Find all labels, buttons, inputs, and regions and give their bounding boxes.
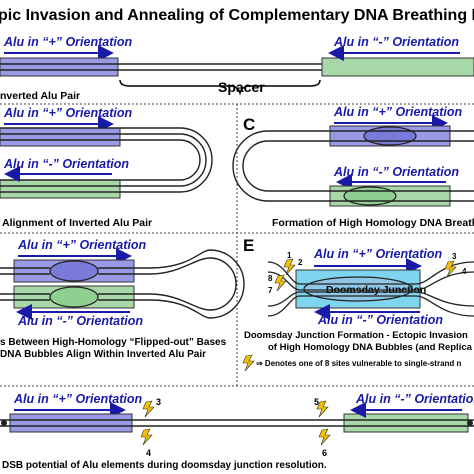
spacer-brace [119, 79, 321, 96]
panel-a: Alu in “+” Orientation Alu in “-” Orient… [0, 35, 474, 102]
b-minus-label: Alu in “-” Orientation [3, 157, 129, 171]
e-strand-4 [267, 291, 474, 307]
d-bubble-plus [49, 260, 99, 282]
b-hairpin-inner-1 [0, 139, 201, 181]
f-minus-label: Alu in “-” Orientation [355, 392, 474, 406]
e-caption-2: of High Homology DNA Bubbles (and Replic… [268, 342, 473, 353]
e-minus-label: Alu in “-” Orientation [317, 313, 443, 327]
d-bubble-minus [49, 286, 99, 308]
spacer-label: Spacer [218, 79, 265, 95]
c-bubble-plus [363, 126, 417, 146]
d-caption-2: DNA Bubbles Align Within Inverted Alu Pa… [0, 349, 206, 360]
f-site-5: 5 [314, 397, 319, 407]
panel-e-letter: E [243, 236, 254, 255]
e-site-2: 2 [298, 258, 303, 267]
e-note-bolt-icon [242, 354, 255, 372]
f-site-3: 3 [156, 397, 161, 407]
c-loop-outer [232, 130, 269, 202]
f-bolt-icon-4 [140, 428, 153, 446]
d-strand-outer [0, 249, 245, 319]
c-bubble-minus [343, 186, 397, 206]
e-site-8: 8 [268, 274, 273, 283]
b-hairpin-outer [0, 127, 213, 193]
d-caption-1: s Between High-Homology “Flipped-out” Ba… [0, 337, 227, 348]
panel-d: Alu in “+” Orientation Alu in “-” Orient… [0, 238, 245, 360]
a-minus-label: Alu in “-” Orientation [333, 35, 459, 49]
f-caption: DSB potential of Alu elements during doo… [2, 460, 327, 471]
c-plus-label: Alu in “+” Orientation [333, 105, 462, 119]
f-site-4: 4 [146, 448, 151, 458]
b-hairpin-outer-1 [0, 133, 207, 187]
c-minus-label: Alu in “-” Orientation [333, 165, 459, 179]
c-loop-inner [242, 140, 269, 192]
f-alu-plus-box [9, 413, 133, 433]
a-alu-minus-box [321, 57, 474, 77]
a-plus-label: Alu in “+” Orientation [3, 35, 132, 49]
f-right-end [467, 420, 473, 426]
a-caption: nverted Alu Pair [0, 90, 80, 102]
panel-c: C Alu in “+” Orientation Alu in “-” Orie… [232, 105, 474, 229]
d-plus-label: Alu in “+” Orientation [17, 238, 146, 252]
e-junction-bubble [303, 276, 413, 302]
d-strand-inner [0, 257, 237, 311]
b-alu-plus-box [0, 127, 121, 147]
b-caption: Alignment of Inverted Alu Pair [2, 217, 152, 229]
e-caption-1: Doomsday Junction Formation - Ectopic In… [244, 330, 468, 341]
a-alu-plus-box [0, 57, 119, 77]
e-site-1: 1 [287, 251, 292, 260]
f-plus-label: Alu in “+” Orientation [13, 392, 142, 406]
panel-c-letter: C [243, 115, 255, 134]
panel-f: Alu in “+” Orientation Alu in “-” Orient… [0, 392, 474, 471]
panel-e: E Alu in “+” Orientation Doomsday Juncti… [242, 236, 474, 372]
f-left-end [1, 420, 7, 426]
f-bolt-icon-3 [142, 400, 155, 418]
e-plus-label: Alu in “+” Orientation [313, 247, 442, 261]
d-minus-label: Alu in “-” Orientation [17, 314, 143, 328]
e-site-7: 7 [268, 286, 273, 295]
b-alu-minus-box [0, 179, 121, 199]
b-plus-label: Alu in “+” Orientation [3, 106, 132, 120]
figure-title: pic Invasion and Annealing of Complement… [0, 7, 474, 24]
e-strand-3 [267, 295, 474, 317]
e-site-4: 4 [462, 267, 467, 276]
c-caption: Formation of High Homology DNA Breathing [272, 217, 474, 229]
panel-b: Alu in “+” Orientation Alu in “-” Orient… [0, 106, 213, 229]
e-site-3: 3 [452, 252, 457, 261]
e-note: ⇒ Denotes one of 8 sites vulnerable to s… [256, 359, 462, 368]
f-site-6: 6 [322, 448, 327, 458]
f-alu-minus-box [343, 413, 469, 433]
f-bolt-icon-6 [318, 428, 331, 446]
e-bolt-icon-7 [274, 274, 287, 292]
